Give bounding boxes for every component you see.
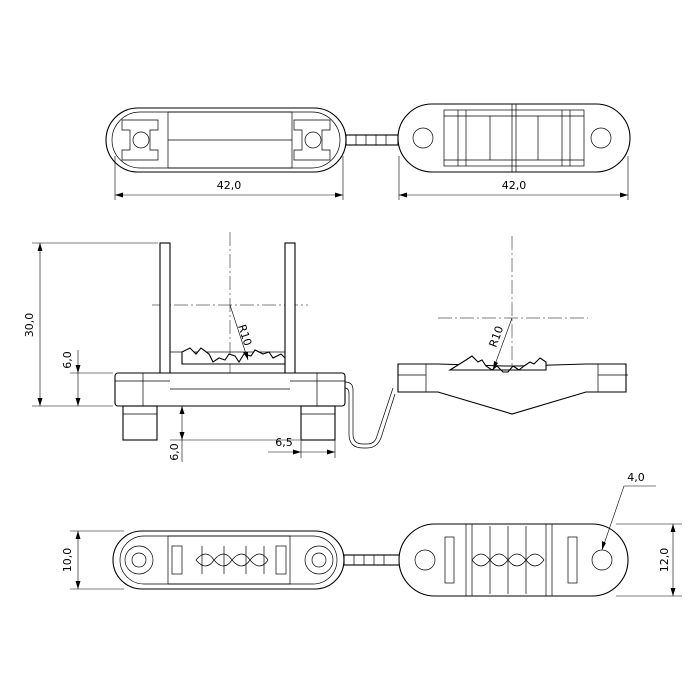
dim-width-left: 10,0 — [61, 530, 124, 590]
dim-label-r10-right: R10 — [487, 324, 507, 349]
dim-label-42-right: 42,0 — [502, 179, 527, 192]
middle-left-view — [114, 232, 396, 449]
top-right-view — [397, 103, 631, 173]
dim-width-right: 12,0 — [616, 523, 682, 597]
dim-top-left-width: 42,0 — [114, 156, 344, 200]
dim-base-height: 6,0 — [61, 350, 113, 406]
top-left-view — [105, 107, 399, 173]
dim-label-42-left: 42,0 — [217, 179, 242, 192]
dim-radius-right: R10 — [487, 317, 513, 371]
dim-label-4: 4,0 — [627, 471, 645, 484]
middle-right-view — [397, 236, 628, 415]
dim-foot-width: 6,5 — [268, 436, 336, 458]
dim-hole-diameter: 4,0 — [601, 471, 656, 551]
dim-label-12: 12,0 — [658, 548, 671, 573]
dim-top-right-width: 42,0 — [398, 156, 629, 200]
dim-label-r10-left: R10 — [235, 323, 254, 348]
bottom-left-view — [112, 530, 401, 590]
dim-radius-left: R10 — [229, 304, 254, 361]
dim-foot-height: 6,0 — [168, 406, 300, 462]
bottom-right-view — [398, 523, 629, 597]
dim-label-10: 10,0 — [61, 548, 74, 573]
dim-label-6-foot: 6,0 — [168, 443, 181, 461]
dim-height-total: 30,0 — [23, 242, 158, 407]
dim-label-6-5: 6,5 — [275, 436, 293, 449]
dim-label-30: 30,0 — [23, 313, 36, 338]
dim-label-6-base: 6,0 — [61, 351, 74, 369]
